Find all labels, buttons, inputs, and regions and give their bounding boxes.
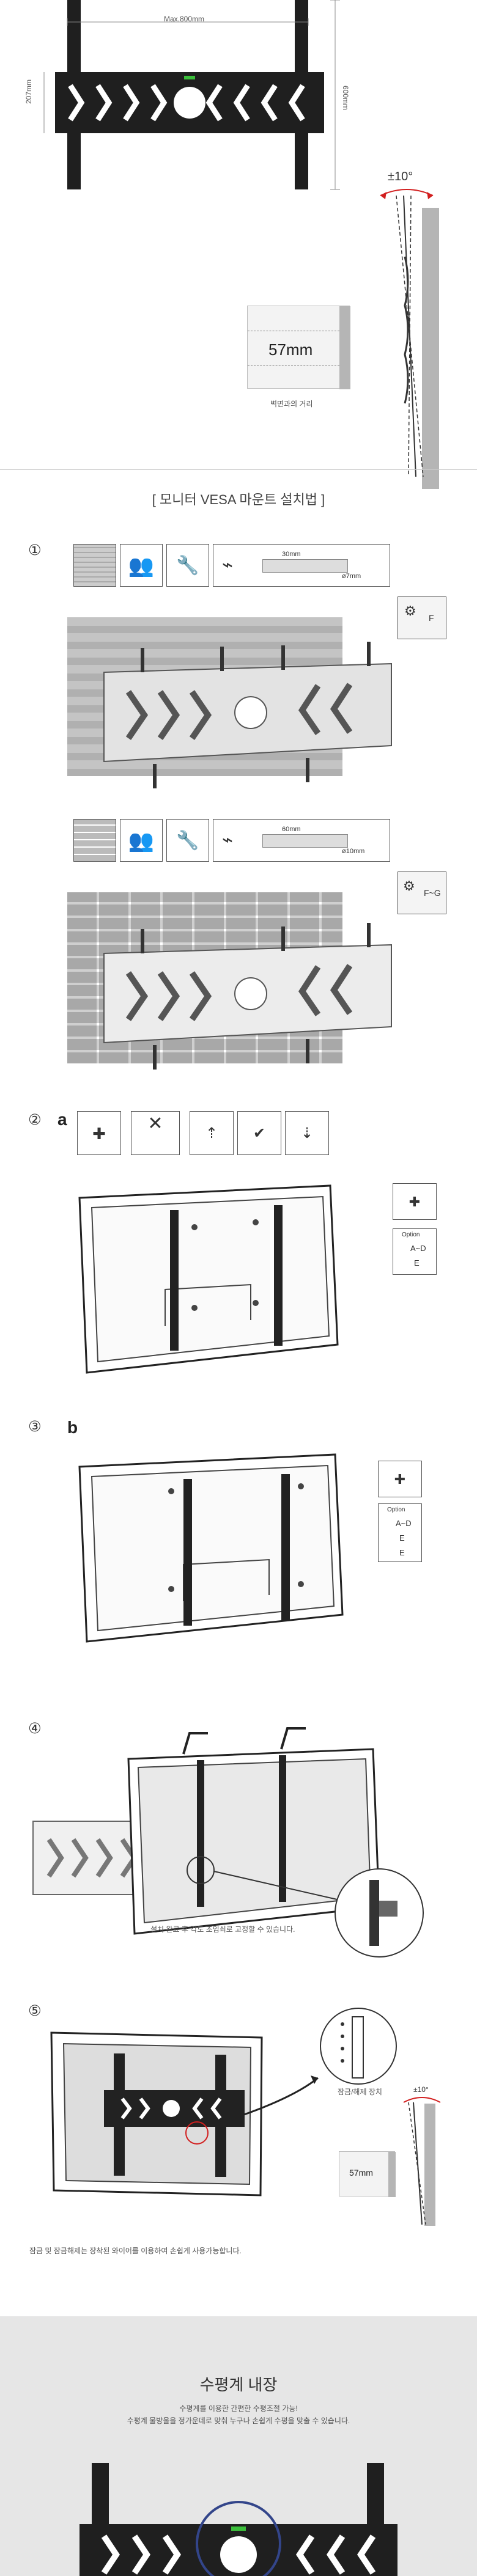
tilt-side-view (380, 189, 439, 489)
height-option-icon-3: ⇣ (285, 1111, 329, 1155)
step5-tilt-label: ±10° (413, 2085, 429, 2094)
step3-option-badge: Option A~D E E (378, 1503, 422, 1562)
brick-depth-label: 60mm (282, 826, 301, 833)
drill-spec-box: ⌁ 30mm ø7mm (213, 544, 390, 587)
wood-parts-badge: ⚙ F (398, 596, 446, 639)
level-title: 수평계 내장 (199, 2376, 278, 2394)
step2-icon-row: ✚ ✕ ⇡ ✔ ⇣ (77, 1111, 346, 1156)
step3-tv-back (78, 1453, 344, 1643)
step2-part-1: A~D (410, 1244, 426, 1253)
step4-mounting-scene (32, 1727, 424, 1958)
step3-part-2: E (399, 1533, 405, 1543)
step3-parts-badge: ✚ (378, 1461, 422, 1497)
bracket-front-view (43, 0, 340, 190)
screwdriver-plus-icon: ✚ (77, 1111, 121, 1155)
step3-variant: b (67, 1418, 78, 1437)
brick-material-icon (73, 819, 116, 862)
brick-parts-label: F~G (424, 888, 441, 898)
screwdriver-icon: 🔧 (166, 819, 209, 862)
step5-number: ⑤ (28, 2003, 42, 2019)
step5-tv-scene (50, 2008, 441, 2226)
step5-distance-label: 57mm (349, 2168, 373, 2178)
wood-material-icon (73, 544, 116, 587)
step4-caption: 설치 완료 후 각도 조임쇠로 고정할 수 있습니다. (150, 1925, 295, 1934)
step2-parts-badge: ✚ (393, 1183, 437, 1220)
height-option-icon-2: ✔ (237, 1111, 281, 1155)
step3-option-label: Option (387, 1506, 405, 1513)
drill-icon: ⌁ (222, 555, 234, 575)
drill-icon: ⌁ (222, 830, 234, 850)
step3-number: ③ (28, 1418, 42, 1435)
level-desc-line1: 수평계를 이용한 간편한 수평조절 가능! (179, 2404, 298, 2413)
divider (0, 469, 477, 470)
level-desc-line2: 수평계 물방울을 정가운데로 맞춰 누구나 손쉽게 수평을 맞출 수 있습니다. (127, 2416, 350, 2425)
max-width-label: Max.800mm (164, 15, 205, 23)
level-bracket (80, 2463, 398, 2576)
step5-lock-caption: 잠금/해제 장치 (338, 2088, 382, 2096)
wall-distance-value: 57mm (268, 340, 313, 359)
wood-install-bracket (103, 642, 392, 788)
drill-spec-box: ⌁ 60mm ø10mm (213, 819, 390, 862)
two-people-icon: 👥 (120, 819, 163, 862)
step4-number: ④ (28, 1720, 42, 1737)
step3-part-1: A~D (396, 1519, 412, 1528)
step2-tv-back (78, 1184, 339, 1374)
wood-drill-label: ø7mm (342, 573, 361, 580)
level-section: 수평계 내장 수평계를 이용한 간편한 수평조절 가능! 수평계 물방울을 정가… (0, 2316, 477, 2576)
step1-number: ① (28, 542, 42, 559)
height-option-icon-1: ⇡ (190, 1111, 234, 1155)
section-title: [ 모니터 VESA 마운트 설치법 ] (152, 492, 325, 507)
step2-part-2: E (414, 1258, 420, 1268)
screwdriver-icon: 🔧 (166, 544, 209, 587)
wall-distance-inset: 57mm (247, 306, 350, 389)
wood-depth-label: 30mm (282, 551, 301, 558)
step1-brick-tools: 👥 🔧 ⌁ 60mm ø10mm (73, 819, 391, 863)
step5-distance-inset: 57mm (339, 2151, 396, 2197)
two-people-icon: 👥 (120, 544, 163, 587)
step1-wood-tools: 👥 🔧 ⌁ 30mm ø7mm (73, 544, 391, 588)
brick-parts-badge: ⚙ F~G (398, 872, 446, 914)
brick-install-bracket (103, 923, 392, 1070)
wall-distance-caption: 벽면과의 거리 (270, 400, 313, 408)
header-diagram: Max.800mm 207mm 600mm ±10° 57mm 벽면과의 거리 (0, 0, 477, 489)
brick-drill-label: ø10mm (342, 848, 365, 855)
step5-caption: 잠금 및 잠금해제는 장착된 와이어를 이용하여 손쉽게 사용가능합니다. (29, 2247, 242, 2255)
anchor-icon: ⚙ (403, 878, 415, 894)
step2-variant: a (57, 1110, 67, 1129)
wood-parts-label: F (429, 613, 434, 623)
step2-number: ② (28, 1112, 42, 1128)
screw-icon: ⚙ (404, 603, 416, 618)
tilt-label: ±10° (388, 170, 413, 183)
step2-option-label: Option (402, 1231, 420, 1238)
step3-part-3: E (399, 1548, 405, 1557)
step2-option-badge: Option A~D E (393, 1228, 437, 1275)
no-tilt-icon: ✕ (131, 1111, 180, 1155)
